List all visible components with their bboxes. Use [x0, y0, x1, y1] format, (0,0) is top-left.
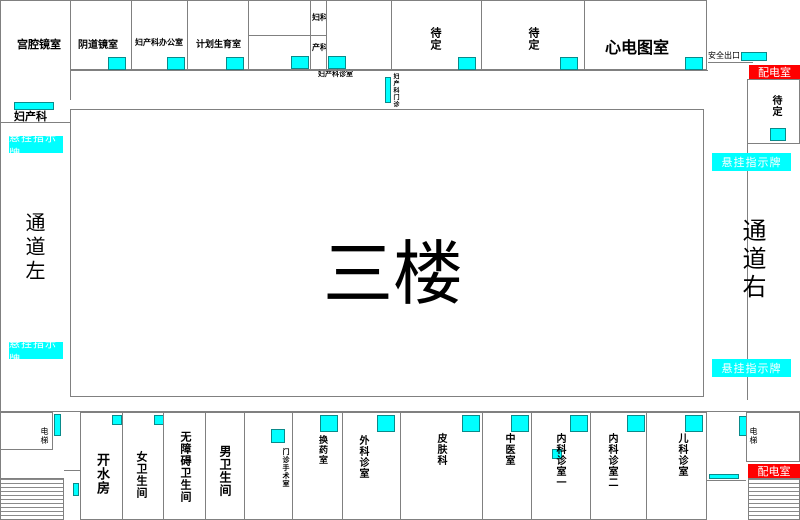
door-elevator-left	[54, 414, 61, 436]
room-ob-gyn-office-label: 妇产科办公室	[135, 38, 183, 47]
door-ob-gyn-clinic	[328, 56, 346, 69]
safety-exit-line	[708, 62, 753, 63]
door-ob-gyn-office	[167, 57, 185, 70]
room-colposcopy-label: 宫腔镜室	[17, 38, 61, 51]
room-pending-2: 待定	[481, 0, 585, 70]
corridor-right-label: 通道右	[738, 218, 766, 302]
room-men-wc-label: 男卫生间	[218, 445, 232, 497]
left-outer-wall	[0, 0, 1, 520]
stairs-left-wall	[64, 470, 80, 471]
right-corridor-wall	[747, 144, 748, 400]
room-women-wc-label: 女卫生间	[135, 451, 148, 499]
room-internal-2: 内科诊室二	[590, 412, 647, 520]
power-room-top: 配电室	[749, 65, 800, 79]
room-ob-gyn-wing	[0, 100, 71, 101]
door-pending-2	[560, 57, 578, 70]
corridor-left-label: 通道左	[22, 212, 46, 284]
room-surgery-clinic: 外科诊室	[342, 412, 401, 520]
ob-gyn-clinic-vertical-label: 妇产科门诊	[392, 73, 399, 108]
room-pending-right: 待定	[747, 79, 800, 144]
room-vaginoscopy: 阴道镜室	[70, 0, 132, 70]
room-pediatrics: 儿科诊室	[646, 412, 707, 520]
room-tcm: 中医室	[482, 412, 532, 520]
door-tcm	[511, 415, 529, 432]
door-internal-1-lower	[552, 449, 562, 459]
room-family-planning-label: 计划生育室	[196, 40, 242, 50]
door-stairs-left	[73, 483, 79, 496]
room-dermatology-label: 皮肤科	[435, 433, 446, 466]
room-women-wc: 女卫生间	[122, 412, 164, 520]
room-tcm-label: 中医室	[503, 433, 514, 466]
room-dermatology: 皮肤科	[400, 412, 483, 520]
room-dressing-label: 换药室	[317, 435, 327, 465]
room-family-planning: 计划生育室	[187, 0, 249, 70]
ob-gyn-clinic-label: 妇产科诊室	[318, 70, 353, 78]
room-colposcopy: 宫腔镜室	[0, 0, 71, 101]
room-surgery-clinic-label: 外科诊室	[357, 435, 368, 479]
power-room-bottom: 配电室	[748, 464, 800, 478]
door-family-planning	[226, 57, 244, 70]
room-dressing: 换药室	[292, 412, 343, 520]
door-internal-2	[627, 415, 645, 432]
door-pending-right	[770, 128, 786, 141]
hanging-sign-left-top: 悬挂指示牌	[9, 131, 63, 160]
room-surgery-label: 门诊手术室	[282, 448, 290, 488]
door-surgery-clinic	[377, 415, 395, 432]
elevator-left: 电梯	[0, 412, 53, 450]
ob-gyn-wing-label: 妇产科	[14, 110, 47, 123]
door-boiler	[112, 415, 122, 425]
floor-center-block: 三楼	[70, 109, 704, 397]
safety-exit-label: 安全出口	[708, 51, 740, 60]
ob-gyn-block-divider-v	[310, 0, 311, 70]
door-ob-gyn-wing	[14, 102, 54, 110]
room-ecg-label: 心电图室	[605, 38, 670, 57]
room-boiler: 开水房	[80, 412, 123, 520]
room-pending-2-label: 待定	[527, 27, 540, 51]
bottom-wall	[0, 411, 800, 412]
corridor-top-line	[71, 70, 708, 71]
door-pediatrics	[685, 415, 703, 432]
door-ecg	[685, 57, 703, 70]
floor-title: 三楼	[323, 233, 463, 315]
door-dermatology	[462, 415, 480, 432]
elevator-right: 电梯	[746, 412, 800, 462]
room-boiler-label: 开水房	[94, 453, 109, 495]
room-ob-gyn-office: 妇产科办公室	[131, 0, 188, 70]
room-ob-small-label: 产科	[312, 43, 328, 52]
right-bottom-wall	[706, 480, 746, 481]
hanging-sign-right-bottom: 悬挂指示牌	[712, 359, 791, 377]
door-surgery	[271, 429, 285, 443]
room-pending-1: 待定	[391, 0, 482, 70]
stairs-right	[748, 478, 800, 520]
door-ob-gyn-clinic-vertical	[385, 77, 391, 103]
room-accessible-wc: 无障碍卫生间	[163, 412, 206, 520]
door-stairs-right	[709, 474, 739, 479]
room-internal-1-label: 内科诊室一	[554, 433, 565, 488]
safety-exit-door	[741, 52, 767, 61]
elevator-right-label: 电梯	[749, 427, 758, 445]
room-pending-right-label: 待定	[770, 95, 781, 117]
door-internal-1	[570, 415, 588, 432]
door-dressing	[320, 415, 338, 432]
hanging-sign-left-bottom: 悬挂指示牌	[9, 337, 63, 366]
room-pediatrics-label: 儿科诊室	[676, 433, 687, 477]
room-surgery: 门诊手术室	[244, 412, 293, 520]
door-ob-gyn-block	[291, 56, 309, 69]
elevator-left-label: 电梯	[40, 427, 49, 445]
room-internal-2-label: 内科诊室二	[606, 433, 617, 488]
room-internal-1: 内科诊室一	[531, 412, 591, 520]
left-wing-wall	[0, 122, 71, 123]
room-pending-1-label: 待定	[429, 27, 442, 51]
hanging-sign-right-top: 悬挂指示牌	[712, 153, 791, 171]
stairs-left	[0, 478, 64, 520]
door-pending-1	[458, 57, 476, 70]
room-men-wc: 男卫生间	[205, 412, 245, 520]
room-gyn-small-label: 妇科	[312, 13, 328, 22]
ob-gyn-block-divider-h	[248, 35, 327, 36]
door-vaginoscopy	[108, 57, 126, 70]
room-vaginoscopy-label: 阴道镜室	[78, 40, 118, 51]
room-accessible-wc-label: 无障碍卫生间	[179, 431, 192, 503]
room-ecg: 心电图室	[584, 0, 707, 70]
